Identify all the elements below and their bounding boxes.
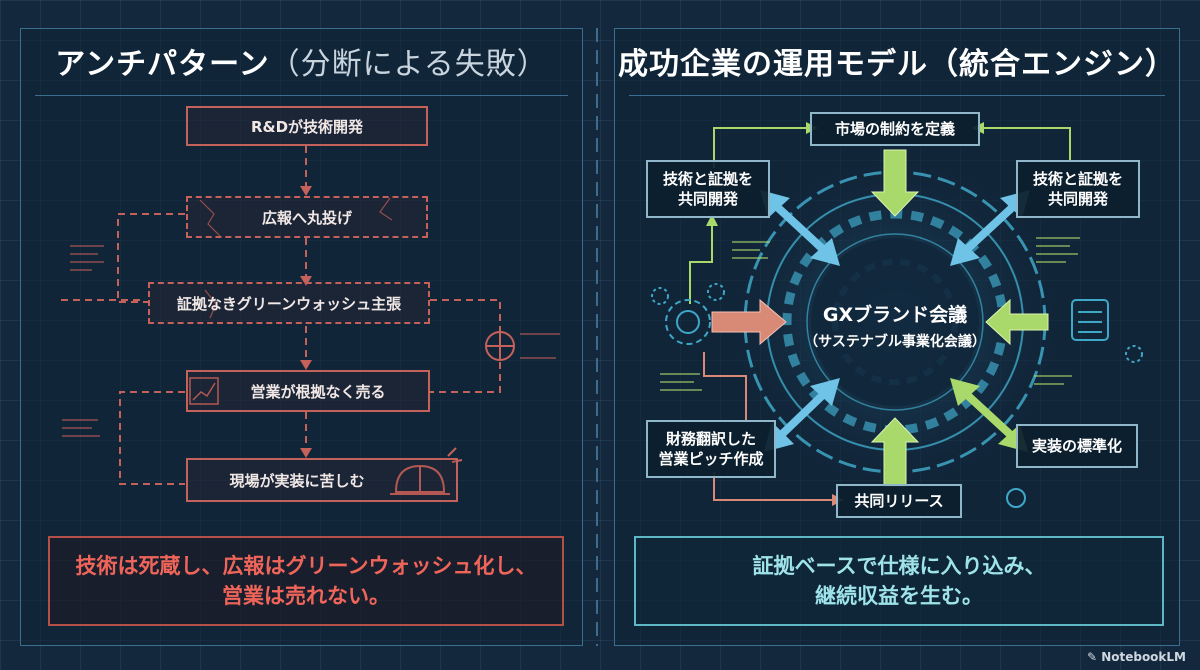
success-conclusion-line2: 継続収益を生む。 <box>815 584 983 608</box>
step-handoff: 広報へ丸投げ <box>186 196 428 238</box>
node-finance-pitch-line2: 営業ピッチ作成 <box>658 450 764 468</box>
anti-pattern-title: アンチパターン（分断による失敗） <box>21 39 582 83</box>
gx-brand-council: GXブランド会議 （サステナブル事業化会議） <box>780 300 1010 351</box>
node-market-constraints: 市場の制約を定義 <box>810 112 980 146</box>
step-sales-label: 営業が根拠なく売る <box>250 382 386 401</box>
step-rnd-label: R&Dが技術開発 <box>250 117 364 136</box>
notebooklm-logo-icon: ✎ <box>1086 650 1102 664</box>
node-co-develop-right-line1: 技術と証拠を <box>1032 169 1123 188</box>
step-rnd: R&Dが技術開発 <box>186 106 428 146</box>
anti-conclusion-line2: 営業は売れない。 <box>222 584 390 608</box>
step-greenwash-label: 証拠なきグリーンウォッシュ主張 <box>176 294 402 313</box>
success-conclusion: 証拠ベースで仕様に入り込み、 継続収益を生む。 <box>634 536 1164 626</box>
node-finance-pitch-line1: 財務翻訳した <box>665 429 756 448</box>
step-field-label: 現場が実装に苦しむ <box>229 471 365 490</box>
node-co-develop-right-line2: 共同開発 <box>1047 190 1108 208</box>
node-joint-release-label: 共同リリース <box>854 491 944 510</box>
gx-brand-council-subtitle: （サステナブル事業化会議） <box>804 334 986 350</box>
node-standardization-label: 実装の標準化 <box>1031 436 1122 455</box>
step-sales: 営業が根拠なく売る <box>186 370 430 412</box>
success-model-title: 成功企業の運用モデル（統合エンジン） <box>618 47 1176 82</box>
step-handoff-label: 広報へ丸投げ <box>261 208 352 227</box>
node-co-develop-left: 技術と証拠を 共同開発 <box>646 160 770 218</box>
node-joint-release: 共同リリース <box>836 484 962 518</box>
title-rule <box>629 95 1165 96</box>
node-co-develop-left-line2: 共同開発 <box>677 190 738 208</box>
node-standardization: 実装の標準化 <box>1016 424 1138 468</box>
anti-pattern-conclusion: 技術は死蔵し、広報はグリーンウォッシュ化し、 営業は売れない。 <box>48 536 564 626</box>
anti-pattern-title-sub: （分断による失敗） <box>269 47 548 82</box>
step-field: 現場が実装に苦しむ <box>186 458 458 502</box>
step-greenwash: 証拠なきグリーンウォッシュ主張 <box>148 282 430 324</box>
success-conclusion-line1: 証拠ベースで仕様に入り込み、 <box>752 553 1046 578</box>
node-finance-pitch: 財務翻訳した 営業ピッチ作成 <box>646 420 776 478</box>
node-market-constraints-label: 市場の制約を定義 <box>834 119 955 138</box>
notebooklm-watermark: ✎ NotebookLM <box>1087 650 1186 664</box>
gx-brand-council-title: GXブランド会議 <box>822 304 968 326</box>
node-co-develop-right: 技術と証拠を 共同開発 <box>1016 160 1140 218</box>
title-rule <box>35 95 568 96</box>
anti-conclusion-line1: 技術は死蔵し、広報はグリーンウォッシュ化し、 <box>75 553 537 578</box>
node-co-develop-left-line1: 技術と証拠を <box>662 169 753 188</box>
panel-divider <box>596 28 598 646</box>
anti-pattern-title-main: アンチパターン <box>55 47 270 82</box>
watermark-text: NotebookLM <box>1101 650 1186 664</box>
